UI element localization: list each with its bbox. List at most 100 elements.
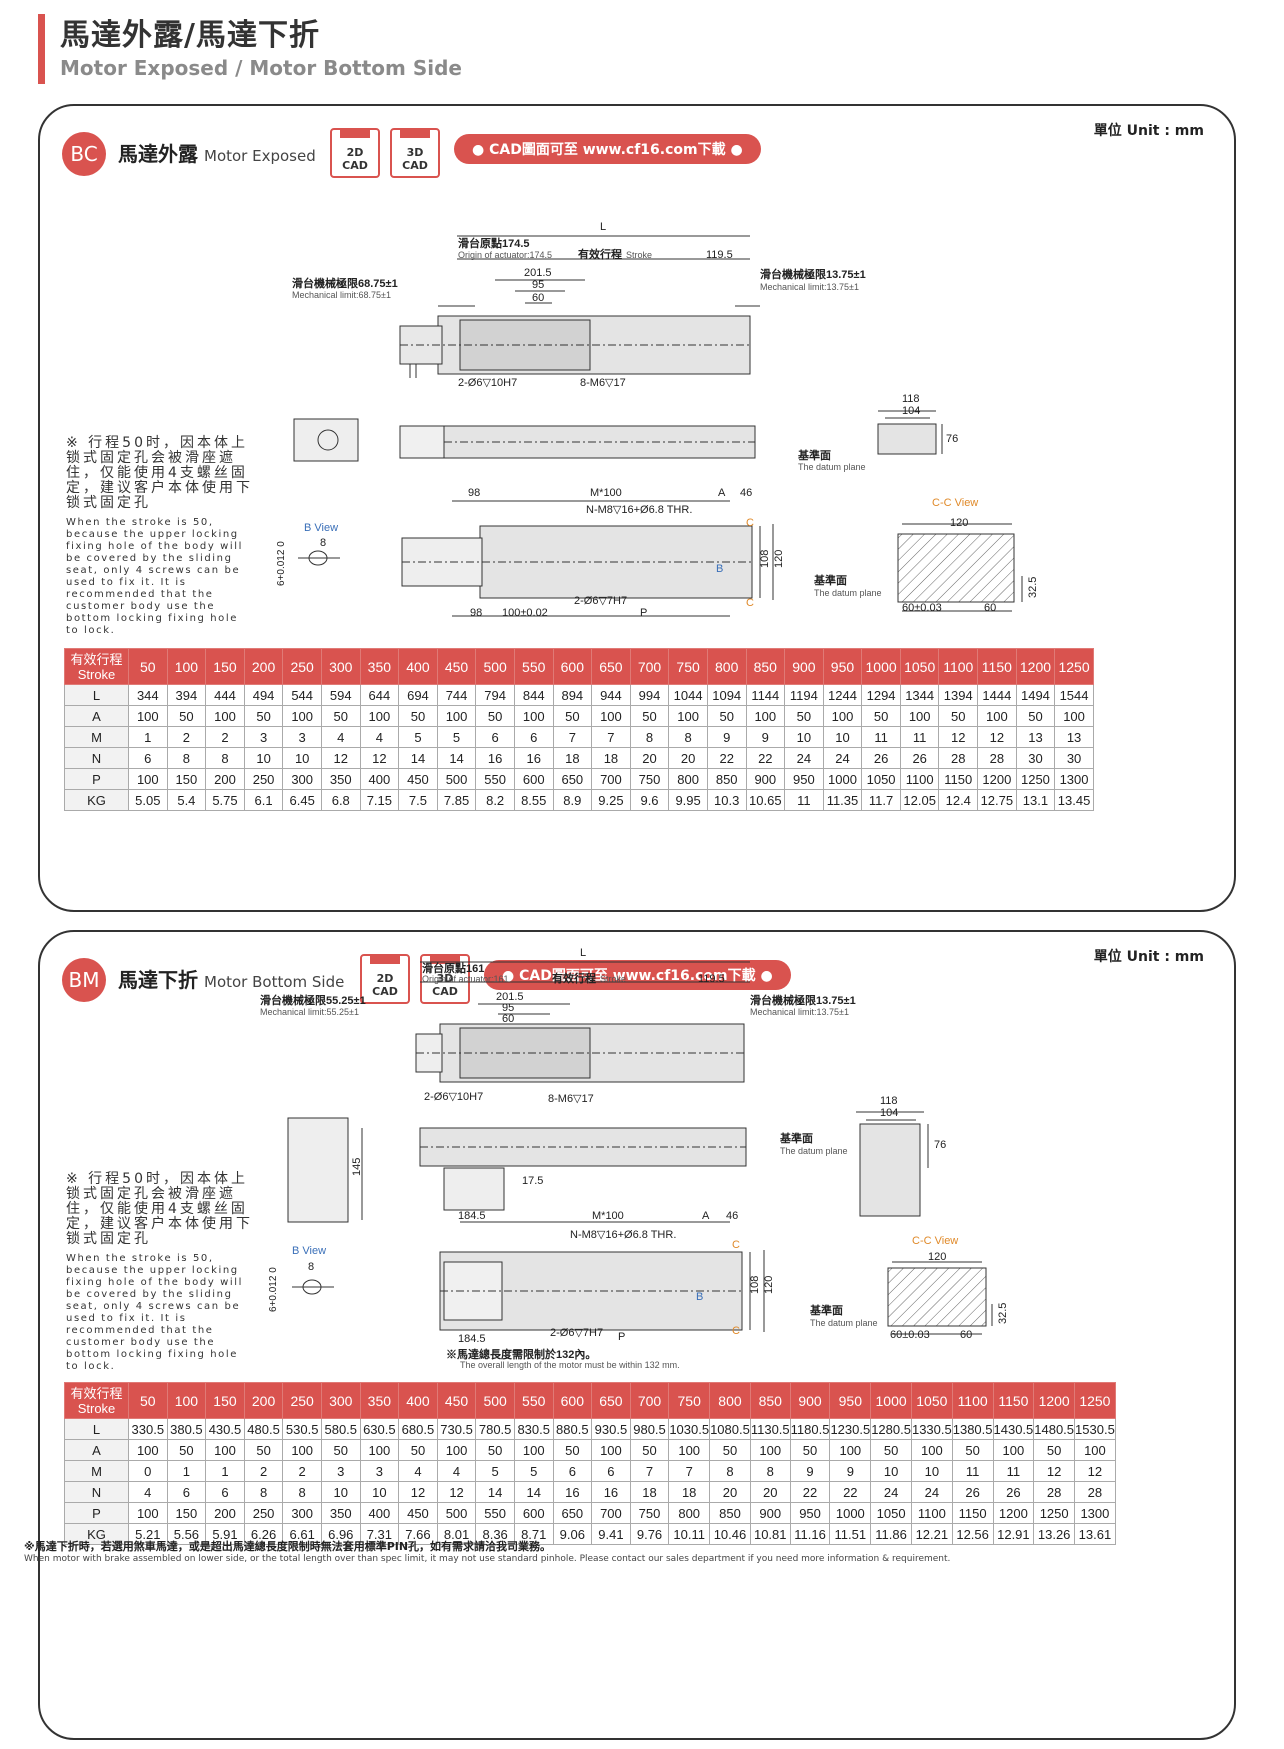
table-cell: 1044: [668, 684, 708, 706]
table-cell: 444: [205, 684, 245, 706]
table-cell: 1380.5: [951, 1418, 994, 1440]
table-cell: 11.7: [861, 789, 901, 811]
table-cell: 750: [629, 768, 670, 790]
table-cell: 650: [552, 768, 593, 790]
cad-2d-label: 2D: [346, 146, 364, 159]
table-cell: 1494: [1015, 684, 1056, 706]
table-cell: 7: [668, 1460, 711, 1482]
end-view-left: [287, 1117, 349, 1223]
stroke-note-zh: ※ 行程50时，因本体上锁式固定孔会被滑座遮住，仅能使用4支螺丝固定，建议客户本…: [66, 1171, 253, 1247]
cc-dim-325: 32.5: [997, 1303, 1009, 1324]
table-cell: 3: [359, 1460, 400, 1482]
table-cell: 894: [552, 684, 593, 706]
table-cell: 11.86: [870, 1523, 912, 1545]
table-header-cell: 800: [706, 648, 747, 685]
table-cell: 12: [436, 1481, 477, 1503]
table-header-cell: 50: [128, 1382, 168, 1419]
dim-P: P: [640, 607, 647, 619]
table-cell: 750: [629, 1502, 670, 1524]
table-cell: 18: [668, 1481, 711, 1503]
table-cell: 100: [436, 705, 477, 727]
table-header-cell: 950: [829, 1382, 872, 1419]
table-cell: 9.25: [591, 789, 631, 811]
table-header-cell: 1150: [977, 648, 1017, 685]
table-header-cell: 1100: [938, 648, 979, 685]
table-cell: 5: [513, 1460, 554, 1482]
bc-technical-drawing: L 滑台原點174.5 Origin of actuator:174.5 有效行…: [276, 221, 1039, 619]
table-cell: 100: [899, 705, 940, 727]
table-cell: 6: [591, 1460, 631, 1482]
cc-dim-60b: 60: [984, 602, 996, 614]
table-cell: 8: [166, 747, 207, 769]
table-cell: 9: [829, 1460, 872, 1482]
hole-spec-2: 8-M6▽17: [548, 1093, 594, 1105]
table-cell: 50: [709, 1439, 751, 1461]
table-cell: 100: [128, 1502, 168, 1524]
table-cell: 1050: [861, 768, 901, 790]
table-cell: 1394: [938, 684, 979, 706]
mech-limit-left-en: Mechanical limit:68.75±1: [292, 290, 391, 300]
table-cell: 344: [128, 684, 168, 706]
table-cell: 8.71: [513, 1523, 554, 1545]
table-cell: 1344: [899, 684, 940, 706]
table-cell: 5.4: [166, 789, 207, 811]
table-cell: 100: [749, 1439, 791, 1461]
table-cell: 12: [359, 747, 400, 769]
table-cell: 1330.5: [910, 1418, 953, 1440]
cad-download-link[interactable]: ● CAD圖面可至 www.cf16.com下載 ●: [484, 960, 791, 990]
table-row-label: M: [64, 726, 129, 748]
footnote-en: When motor with brake assembled on lower…: [24, 1554, 951, 1564]
table-cell: 100: [205, 1439, 245, 1461]
table-cell: 994: [629, 684, 670, 706]
dim-119: 119.5: [706, 249, 733, 261]
cc-dim-60b: 60: [960, 1329, 972, 1341]
table-cell: 150: [166, 1502, 207, 1524]
table-cell: 494: [243, 684, 284, 706]
table-cell: 1280.5: [870, 1418, 912, 1440]
table-cell: 5: [436, 726, 477, 748]
table-cell: 100: [282, 1439, 322, 1461]
b-view-dim: 8: [308, 1261, 314, 1273]
table-cell: 7: [591, 726, 631, 748]
table-cell: 9: [789, 1460, 831, 1482]
cc-datum-label: 基準面: [813, 573, 847, 587]
table-cell: 600: [513, 1502, 554, 1524]
table-cell: 26: [899, 747, 940, 769]
table-cell: 1000: [822, 768, 863, 790]
table-cell: 6: [128, 747, 168, 769]
table-cell: 6.96: [320, 1523, 361, 1545]
footnote-zh: ※馬達下折時，若選用煞車馬達，或是超出馬達總長度限制時無法套用標準PIN孔，如有…: [24, 1540, 552, 1553]
table-cell: 700: [591, 768, 631, 790]
table-cell: 10.46: [709, 1523, 751, 1545]
table-cell: 13.45: [1054, 789, 1094, 811]
table-cell: 50: [706, 705, 747, 727]
table-cell: 22: [706, 747, 747, 769]
table-cell: 8: [668, 726, 708, 748]
table-row-label: N: [64, 747, 129, 769]
motor-length-note-en: The overall length of the motor must be …: [460, 1360, 680, 1370]
mech-limit-right: 滑台機械極限13.75±1: [760, 267, 866, 281]
table-row-label: KG: [64, 1523, 129, 1545]
table-cell: 350: [320, 1502, 361, 1524]
table-cell: 100: [128, 1439, 168, 1461]
table-cell: 730.5: [436, 1418, 477, 1440]
cad-download-link[interactable]: ● CAD圖面可至 www.cf16.com下載 ●: [454, 134, 761, 164]
table-cell: 7.31: [359, 1523, 400, 1545]
table-cell: 12: [398, 1481, 438, 1503]
mech-limit-right-en: Mechanical limit:13.75±1: [750, 1007, 849, 1017]
cc-view-title: C-C View: [912, 1235, 958, 1247]
end-view-left: [293, 418, 359, 462]
table-cell: 830.5: [513, 1418, 554, 1440]
table-cell: 100: [282, 705, 322, 727]
table-header-cell: 1200: [1033, 1382, 1076, 1419]
table-cell: 430.5: [205, 1418, 245, 1440]
dim-95: 95: [502, 1002, 514, 1014]
table-cell: 500: [436, 1502, 477, 1524]
